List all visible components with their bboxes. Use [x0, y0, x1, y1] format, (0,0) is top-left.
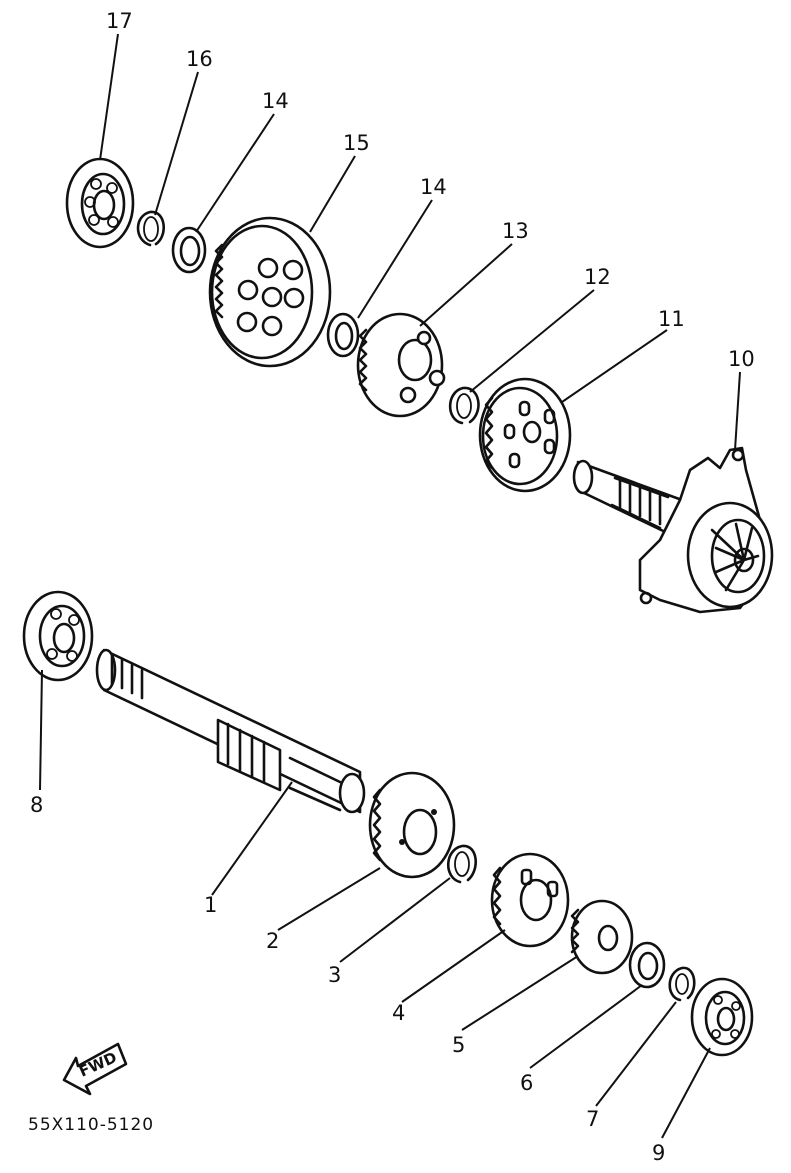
circlip-7: [668, 966, 696, 1002]
washer-14a: [171, 226, 207, 274]
gear-11: [478, 377, 572, 493]
diagram-code: 55X110-5120: [28, 1115, 154, 1135]
fwd-arrow: FWD: [62, 1042, 128, 1096]
bearing-9: [690, 977, 754, 1057]
callout-14a: 14: [262, 89, 289, 113]
circlip-16: [136, 210, 165, 247]
callout-13: 13: [502, 219, 529, 243]
callout-6: 6: [520, 1071, 533, 1095]
callout-12: 12: [584, 265, 611, 289]
callout-9: 9: [652, 1141, 665, 1165]
callout-15: 15: [343, 131, 370, 155]
washer-6: [628, 941, 666, 989]
bearing-8: [22, 590, 94, 682]
main-axle-1: [95, 648, 366, 814]
drive-axle-10: [572, 446, 774, 614]
callout-3: 3: [328, 963, 341, 987]
gear-15: [208, 216, 332, 368]
washer-14b: [326, 312, 360, 358]
callout-10: 10: [728, 347, 755, 371]
callout-8: 8: [30, 793, 43, 817]
callout-2: 2: [266, 929, 279, 953]
callout-1: 1: [204, 893, 217, 917]
callout-7: 7: [586, 1107, 599, 1131]
gear-4: [490, 852, 570, 948]
callout-16: 16: [186, 47, 213, 71]
gear-5: [570, 899, 634, 975]
leader-lines: [39, 33, 741, 1139]
callout-numbers: 17 16 14 15 14 13 12 11 10 8 1 2 3 4 5 6…: [30, 9, 755, 1165]
callout-17: 17: [106, 9, 133, 33]
callout-14b: 14: [420, 175, 447, 199]
circlip-12: [448, 386, 480, 425]
callout-4: 4: [392, 1001, 405, 1025]
gear-2: [368, 771, 456, 879]
bearing-17: [65, 157, 135, 249]
gear-13: [356, 312, 446, 418]
callout-5: 5: [452, 1033, 465, 1057]
circlip-3: [446, 844, 477, 884]
callout-11: 11: [658, 307, 685, 331]
